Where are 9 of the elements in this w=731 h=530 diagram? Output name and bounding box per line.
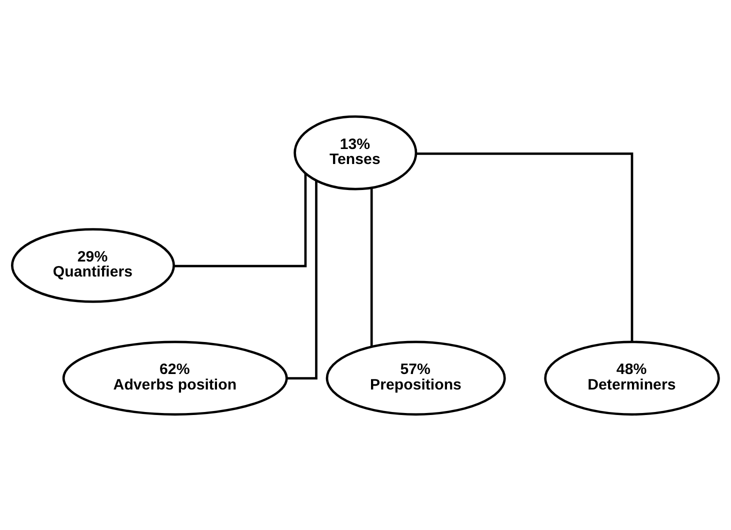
node-ellipse: 57% Prepositions bbox=[326, 340, 506, 416]
connector bbox=[174, 173, 307, 267]
connector bbox=[370, 187, 373, 346]
node-ellipse: 48% Determiners bbox=[544, 340, 720, 416]
connector bbox=[416, 152, 634, 342]
node-ellipse: 29% Quantifiers bbox=[11, 228, 175, 302]
connector bbox=[286, 180, 318, 380]
node-ellipse: 13% Tenses bbox=[294, 114, 418, 190]
node-ellipse: 62% Adverbs position bbox=[62, 340, 288, 416]
